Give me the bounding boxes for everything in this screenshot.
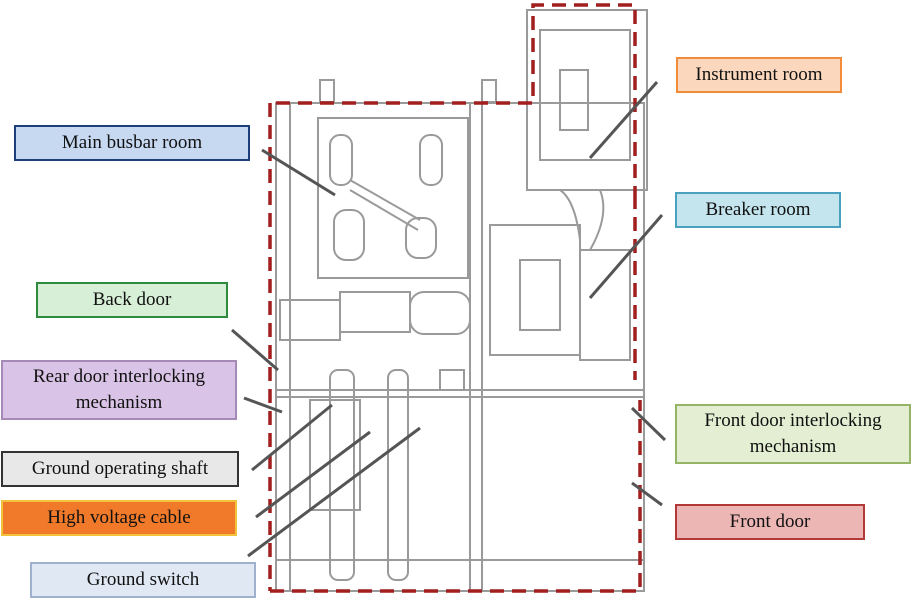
leader-rear-door-interlocking <box>243 396 283 414</box>
leader-back-door <box>231 328 279 372</box>
label-ground-switch: Ground switch <box>30 562 256 598</box>
breaker-unit <box>489 224 581 356</box>
label-breaker-room: Breaker room <box>675 192 841 228</box>
leader-front-door <box>631 481 663 507</box>
cabinet-drawing <box>275 9 648 592</box>
label-front-door-interlocking: Front door interlocking mechanism <box>675 404 911 464</box>
busbar-chamber <box>317 117 469 279</box>
room-boundaries <box>268 3 642 593</box>
cabinet-outer-outline <box>275 102 645 592</box>
label-rear-door-interlocking: Rear door interlocking mechanism <box>1 360 237 420</box>
label-front-door: Front door <box>675 504 865 540</box>
bottom-boundary <box>270 400 642 593</box>
label-high-voltage-cable: High voltage cable <box>1 500 237 536</box>
leader-ground-switch <box>247 426 421 558</box>
leader-instrument-room <box>588 81 659 159</box>
leader-front-door-interlocking <box>630 406 667 442</box>
leader-ground-operating-shaft <box>251 403 333 472</box>
leader-lines <box>231 81 667 558</box>
label-ground-operating-shaft: Ground operating shaft <box>1 451 239 487</box>
leader-high-voltage-cable <box>255 430 371 519</box>
label-instrument-room: Instrument room <box>676 57 842 93</box>
rear-compartment-boundary <box>276 3 637 195</box>
leader-breaker-room <box>588 214 664 299</box>
label-back-door: Back door <box>36 282 228 318</box>
leader-main-busbar-room <box>261 148 336 197</box>
instrument-housing <box>526 9 648 191</box>
label-main-busbar-room: Main busbar room <box>14 125 250 161</box>
ground-switch-body <box>329 369 355 581</box>
